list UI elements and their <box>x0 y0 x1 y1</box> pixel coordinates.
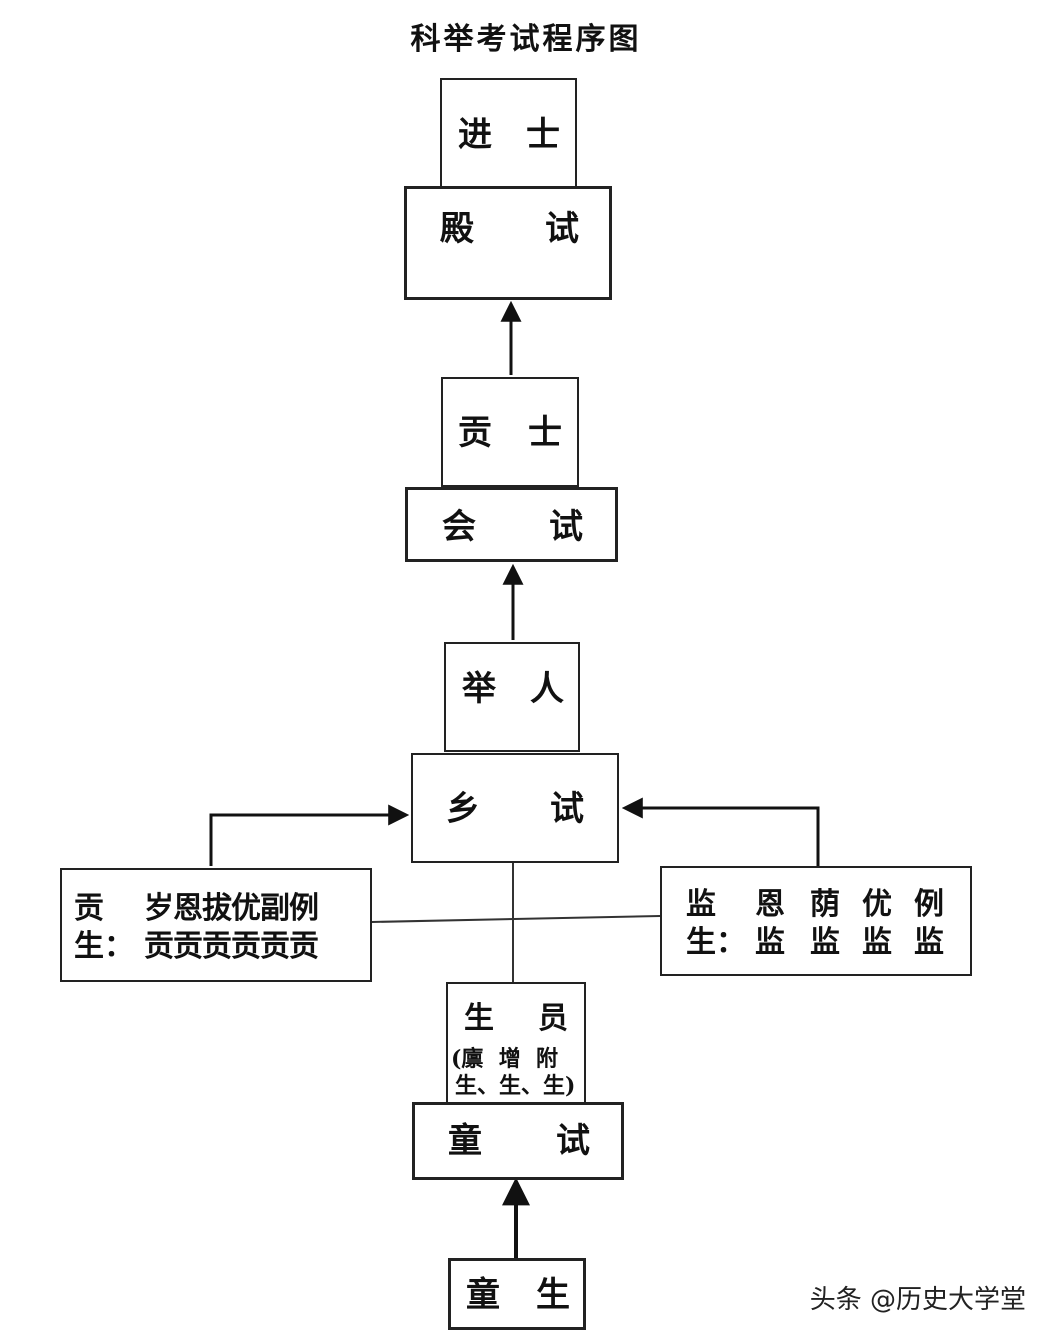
gongshi-char-2: 士 <box>528 413 562 453</box>
arrow-jiansheng-to-xiangshi <box>621 797 820 866</box>
node-jiansheng <box>660 866 972 976</box>
node-gongsheng <box>60 868 372 982</box>
juren-char-1: 举 <box>462 669 496 709</box>
jiansheng-r1-c1: 监 <box>686 887 716 922</box>
gongsheng-row2-head: 生： <box>74 929 134 964</box>
node-tongshi <box>412 1102 624 1180</box>
shengyuan-char-1: 生 <box>464 1001 494 1036</box>
jiansheng-r1-c3: 荫 <box>810 887 840 922</box>
gongshi-char-1: 贡 <box>458 413 492 453</box>
node-gongshi <box>441 377 579 487</box>
jiansheng-r2-c3: 监 <box>810 925 840 960</box>
huishi-char-2: 试 <box>549 507 583 547</box>
node-xiangshi <box>411 753 619 863</box>
dianshi-char-2: 试 <box>545 209 579 249</box>
juren-char-2: 人 <box>530 669 564 709</box>
node-shengyuan <box>446 982 586 1104</box>
jiansheng-r1-c5: 例 <box>914 887 944 922</box>
jiansheng-r2-c1: 生： <box>686 925 746 960</box>
huishi-char-1: 会 <box>442 507 476 547</box>
arrow-gongsheng-to-xiangshi <box>209 804 410 866</box>
shengyuan-sub-row1: (廪 增 附 <box>451 1046 559 1072</box>
dianshi-char-1: 殿 <box>440 209 474 249</box>
jiansheng-r1-c4: 优 <box>862 887 892 922</box>
tongsheng-char-1: 童 <box>466 1275 500 1315</box>
gongsheng-row1-items: 岁恩拔优副例 <box>144 891 319 926</box>
jiansheng-r2-c2: 监 <box>755 925 785 960</box>
jiansheng-r2-c5: 监 <box>914 925 944 960</box>
tongshi-char-1: 童 <box>448 1121 482 1161</box>
diagram-title: 科举考试程序图 <box>410 22 642 57</box>
xiangshi-char-1: 乡 <box>446 789 480 829</box>
jiansheng-r2-c4: 监 <box>862 925 892 960</box>
shengyuan-sub-row2: 生、生、生) <box>455 1073 576 1099</box>
jiansheng-r1-c2: 恩 <box>755 887 785 922</box>
node-tongsheng <box>448 1258 586 1330</box>
node-huishi <box>405 487 618 562</box>
xiangshi-char-2: 试 <box>550 789 584 829</box>
node-dianshi <box>404 186 612 300</box>
jinshi-char-2: 士 <box>526 115 560 155</box>
line-gongsheng-to-jiansheng <box>371 915 661 923</box>
gongsheng-row2-items: 贡贡贡贡贡贡 <box>144 929 319 964</box>
shengyuan-char-2: 员 <box>538 1001 568 1036</box>
tongsheng-char-2: 生 <box>536 1275 570 1315</box>
gongsheng-row1-head: 贡 <box>74 891 104 926</box>
jinshi-char-1: 进 <box>458 115 492 155</box>
tongshi-char-2: 试 <box>556 1121 590 1161</box>
node-juren <box>444 642 580 752</box>
watermark: 头条 @历史大学堂 <box>809 1285 1026 1315</box>
